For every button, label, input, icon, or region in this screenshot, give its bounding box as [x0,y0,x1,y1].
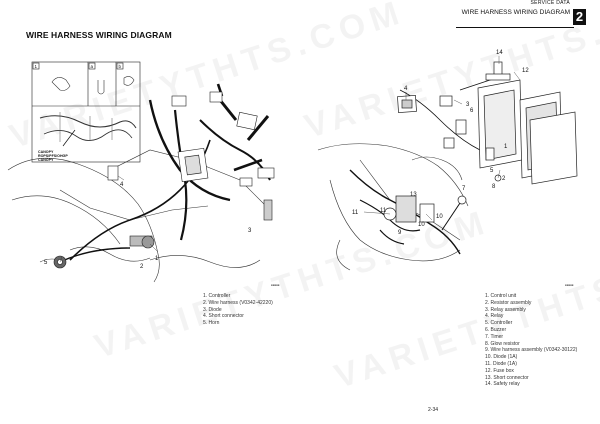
callout-right: 12 [522,68,529,74]
right-callouts: 4 14 12 3 1 5 2 13 10 11 11 10 9 7 6 8 [352,50,529,236]
left-legend: 1. Controller 2. Wire harness (V0342-422… [203,293,273,327]
page-title: WIRE HARNESS WIRING DIAGRAM [26,30,172,40]
callout-right: 2 [502,176,506,182]
list-item: 11. Diode (1A) [485,360,517,367]
callout-right: 10 [436,214,443,220]
left-components [53,91,275,269]
callout-left: 1 [155,256,159,262]
left-callouts: 4 1 5 2 3 [44,182,252,270]
list-item: 7. Timer [485,333,504,340]
canopy-note: CANOPY ROPS/PFS/OHGP CANOPY [38,150,68,163]
list-item: 8. Glow resistor [485,340,520,347]
callout-left: 5 [44,260,48,266]
chapter-number: 2 [573,9,586,25]
callout-left: 3 [248,228,252,234]
right-machine-outline [317,143,469,271]
callout-left: 4 [120,182,124,188]
callout-left: 2 [140,264,144,270]
list-item: 9. Wire harness assembly (V0342-30122) [485,347,578,354]
left-inset [31,61,141,163]
list-item: 3. Diode [203,306,222,313]
list-item: 3. Relay assembly [485,306,526,313]
callout-right: 8 [492,184,496,190]
callout-right: 14 [496,50,503,56]
list-item: 6. Buzzer [485,326,507,333]
list-item: 1. Controller [203,293,231,299]
callout-right: 11 [352,210,359,216]
callout-right: 10 [418,222,425,228]
callout-right: 13 [410,192,417,198]
svg-text:1: 1 [35,64,38,69]
callout-right: 5 [490,168,494,174]
header-rule [456,27,574,28]
list-item: 2. Resistor assembly [485,299,532,306]
page-number: 2-34 [428,407,439,413]
section-label: SERVICE DATA [530,0,570,6]
list-item: 13. Short connector [485,374,529,381]
inset-box-labels: 1 a b [35,64,122,69]
right-legend: 1. Control unit 2. Resistor assembly 3. … [485,293,577,388]
list-item: 5. Horn [203,320,220,327]
list-item: 4. Short connector [203,313,244,320]
left-harness [59,83,271,263]
svg-text:a: a [91,64,94,69]
svg-text:b: b [119,64,122,69]
figure-ref: ■■■■■ [271,283,280,287]
callout-right: 4 [404,86,408,92]
list-item: 12. Fuse box [485,367,514,374]
callout-right: 9 [398,230,402,236]
list-item: 5. Controller [485,320,513,327]
list-item: 1. Control unit [485,293,517,299]
figure-ref: ■■■■■ [565,283,574,287]
callout-right: 7 [462,186,466,192]
callout-right: 11 [380,208,387,214]
header-title: WIRE HARNESS WIRING DIAGRAM [461,9,570,16]
callout-leaders [59,56,521,263]
callout-right: 6 [470,108,474,114]
callout-right: 3 [466,102,470,108]
list-item: 10. Diode (1A) [485,354,518,361]
right-components [383,61,578,223]
list-item: 4. Relay [485,313,504,320]
list-item: 14. Safety relay [485,381,520,388]
list-item: 2. Wire harness (V0342-42220) [203,299,273,306]
callout-right: 1 [504,144,508,150]
